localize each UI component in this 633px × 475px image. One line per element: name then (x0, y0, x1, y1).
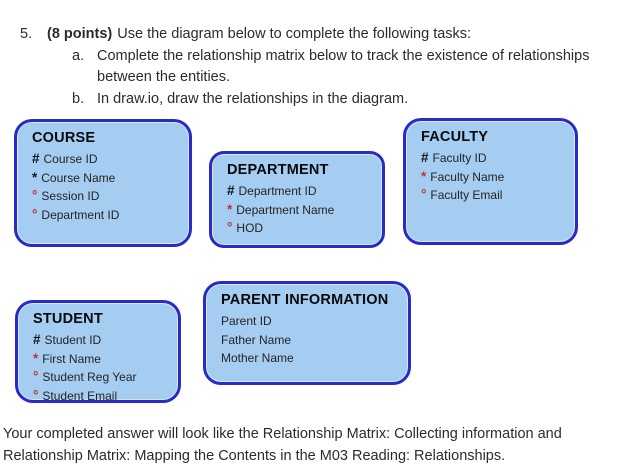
entity-student-title: STUDENT (33, 311, 103, 327)
pk-marker: # (227, 183, 235, 198)
mandatory-marker: * (32, 169, 38, 185)
attribute-row: °HOD (227, 219, 374, 238)
attribute-label: Course ID (43, 152, 98, 166)
mandatory-marker: * (227, 201, 233, 217)
attribute-label: Course Name (41, 170, 116, 185)
attribute-row: Mother Name (221, 349, 400, 368)
question-block: 5. (8 points)Use the diagram below to co… (20, 24, 620, 110)
attribute-label: Student ID (44, 333, 102, 347)
question-text: (8 points)Use the diagram below to compl… (47, 24, 471, 46)
task-item-b-text: In draw.io, draw the relationships in th… (97, 90, 409, 107)
task-item-a-text: Complete the relationship matrix below t… (97, 47, 590, 86)
pk-marker: # (33, 332, 41, 347)
attribute-label: Department ID (41, 207, 120, 222)
attribute-label: Parent ID (221, 314, 272, 328)
optional-marker: ° (33, 387, 39, 403)
entity-faculty-title: FACULTY (421, 129, 489, 145)
optional-marker: ° (33, 369, 39, 384)
mandatory-marker: * (33, 350, 39, 366)
attribute-label: Department Name (236, 202, 335, 217)
optional-marker: ° (32, 206, 38, 222)
attribute-label: Faculty Email (430, 188, 503, 202)
attribute-row: #Faculty ID (421, 149, 567, 168)
entity-student: STUDENT #Student ID *First Name °Student… (15, 300, 181, 403)
entity-faculty: FACULTY #Faculty ID *Faculty Name °Facul… (403, 118, 578, 245)
entity-course: COURSE #Course ID *Course Name °Session … (14, 119, 192, 247)
attribute-label: Department ID (238, 184, 317, 198)
attribute-label: First Name (42, 351, 101, 366)
mandatory-marker: * (421, 168, 427, 184)
pk-marker: # (421, 150, 429, 165)
optional-marker: ° (227, 220, 233, 235)
attribute-row: °Department ID (32, 206, 181, 225)
attribute-label: Student Reg Year (42, 370, 137, 384)
entity-parent-information: PARENT INFORMATION Parent ID Father Name… (203, 281, 411, 385)
attribute-label: Student Email (42, 388, 118, 403)
attribute-row: *Course Name (32, 169, 181, 188)
entity-course-title: COURSE (32, 130, 96, 146)
entity-parent-information-title: PARENT INFORMATION (221, 292, 389, 308)
attribute-row: °Student Reg Year (33, 368, 170, 387)
task-item-a-label: a. (72, 47, 85, 64)
optional-marker: ° (32, 188, 38, 203)
attribute-row: °Session ID (32, 187, 181, 206)
attribute-label: HOD (236, 221, 264, 235)
task-item-b-label: b. (72, 90, 85, 107)
attribute-row: *Faculty Name (421, 168, 567, 187)
attribute-label: Mother Name (221, 351, 294, 365)
footer-note: Your completed answer will look like the… (3, 426, 562, 464)
entity-department-title: DEPARTMENT (227, 162, 329, 178)
question-intro: Use the diagram below to complete the fo… (117, 26, 472, 42)
attribute-label: Faculty Name (430, 169, 505, 184)
attribute-row: °Faculty Email (421, 186, 567, 205)
attribute-row: °Student Email (33, 387, 170, 406)
pk-marker: # (32, 151, 40, 166)
question-line: 5. (8 points)Use the diagram below to co… (20, 24, 620, 46)
attribute-row: #Course ID (32, 150, 181, 169)
task-item-b: b. In draw.io, draw the relationships in… (72, 89, 617, 111)
task-item-a: a. Complete the relationship matrix belo… (72, 46, 617, 89)
attribute-label: Father Name (221, 332, 292, 347)
attribute-label: Faculty ID (432, 151, 487, 165)
points-label: (8 points) (47, 26, 113, 42)
attribute-row: #Student ID (33, 331, 170, 350)
attribute-row: Father Name (221, 331, 400, 350)
optional-marker: ° (421, 187, 427, 202)
attribute-row: #Department ID (227, 182, 374, 201)
attribute-row: *Department Name (227, 201, 374, 220)
question-number: 5. (20, 26, 33, 42)
attribute-label: Session ID (41, 189, 100, 203)
attribute-row: Parent ID (221, 312, 400, 331)
attribute-row: *First Name (33, 350, 170, 369)
entity-department: DEPARTMENT #Department ID *Department Na… (209, 151, 385, 248)
